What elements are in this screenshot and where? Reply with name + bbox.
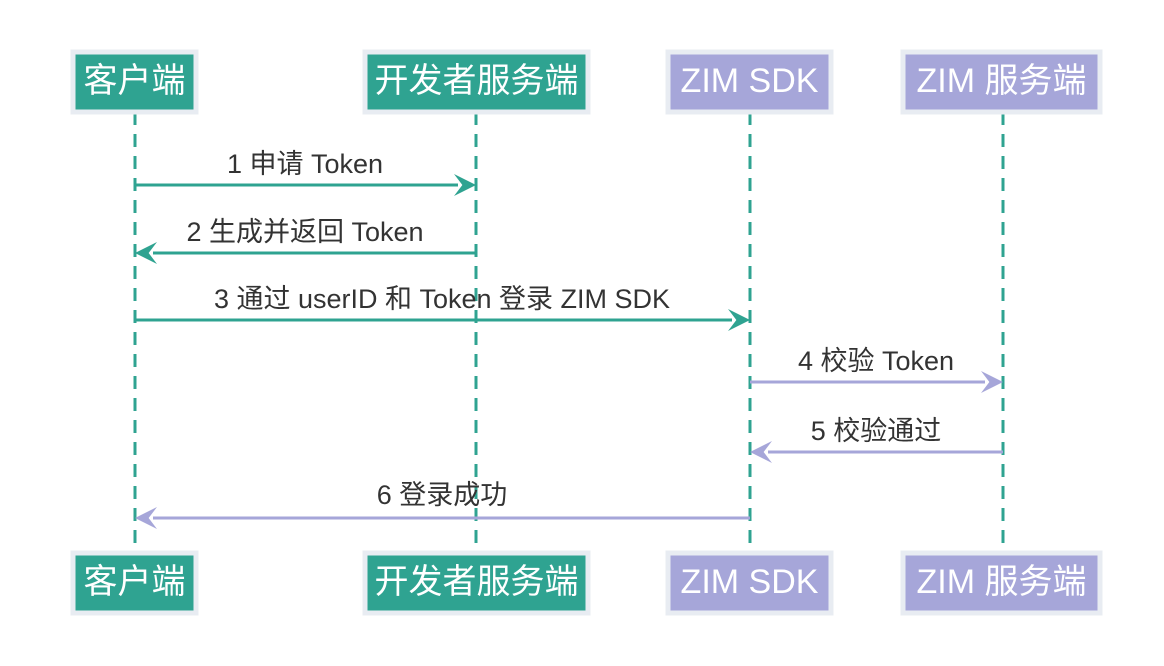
participant-header-dev-server-label: 开发者服务端 — [375, 62, 579, 100]
message-2-arrowhead — [135, 242, 157, 264]
participant-header-zim-sdk-label: ZIM SDK — [681, 62, 819, 100]
participant-header-client-label: 客户端 — [84, 62, 186, 100]
participant-header-zim-server[interactable]: ZIM 服务端 — [900, 49, 1103, 115]
participant-header-client-box — [70, 49, 199, 115]
message-5-label: 5 校验通过 — [811, 416, 942, 446]
participant-footers: 客户端 开发者服务端 ZIM SDK ZIM 服务端 — [70, 550, 1103, 616]
participant-header-zim-sdk[interactable]: ZIM SDK — [665, 49, 834, 115]
message-1-arrowhead — [454, 174, 476, 196]
message-2-label: 2 生成并返回 Token — [186, 217, 423, 247]
participant-header-zim-server-label: ZIM 服务端 — [917, 62, 1087, 100]
participant-header-dev-server[interactable]: 开发者服务端 — [362, 49, 591, 115]
message-3[interactable]: 3 通过 userID 和 Token 登录 ZIM SDK — [135, 284, 750, 331]
participant-footer-client[interactable]: 客户端 — [70, 550, 199, 616]
message-6[interactable]: 6 登录成功 — [135, 480, 750, 529]
participant-header-zim-server-box — [900, 49, 1103, 115]
participant-footer-zim-server-box — [900, 550, 1103, 616]
message-4-label: 4 校验 Token — [798, 346, 954, 376]
participant-header-dev-server-box — [362, 49, 591, 115]
participant-footer-dev-server-label: 开发者服务端 — [375, 563, 579, 601]
message-1-label: 1 申请 Token — [227, 149, 383, 179]
participant-footer-zim-server[interactable]: ZIM 服务端 — [900, 550, 1103, 616]
message-6-arrowhead — [135, 507, 157, 529]
messages-group: 1 申请 Token 2 生成并返回 Token 3 通过 userID 和 T… — [135, 149, 1003, 529]
participant-footer-zim-sdk-label: ZIM SDK — [681, 563, 819, 601]
message-3-label: 3 通过 userID 和 Token 登录 ZIM SDK — [214, 284, 670, 314]
participant-footer-dev-server[interactable]: 开发者服务端 — [362, 550, 591, 616]
message-4[interactable]: 4 校验 Token — [750, 346, 1003, 393]
participant-footer-zim-sdk[interactable]: ZIM SDK — [665, 550, 834, 616]
message-5[interactable]: 5 校验通过 — [750, 416, 1003, 463]
message-4-arrowhead — [981, 371, 1003, 393]
participant-headers: 客户端 开发者服务端 ZIM SDK ZIM 服务端 — [70, 49, 1103, 115]
participant-header-zim-sdk-box — [665, 49, 834, 115]
message-1[interactable]: 1 申请 Token — [135, 149, 476, 196]
participant-footer-dev-server-box — [362, 550, 591, 616]
message-2[interactable]: 2 生成并返回 Token — [135, 217, 476, 264]
message-5-arrowhead — [750, 441, 772, 463]
participant-header-client[interactable]: 客户端 — [70, 49, 199, 115]
participant-footer-zim-server-label: ZIM 服务端 — [917, 563, 1087, 601]
participant-footer-client-box — [70, 550, 199, 616]
message-3-arrowhead — [728, 309, 750, 331]
participant-footer-client-label: 客户端 — [84, 563, 186, 601]
message-6-label: 6 登录成功 — [377, 480, 508, 510]
participant-footer-zim-sdk-box — [665, 550, 834, 616]
